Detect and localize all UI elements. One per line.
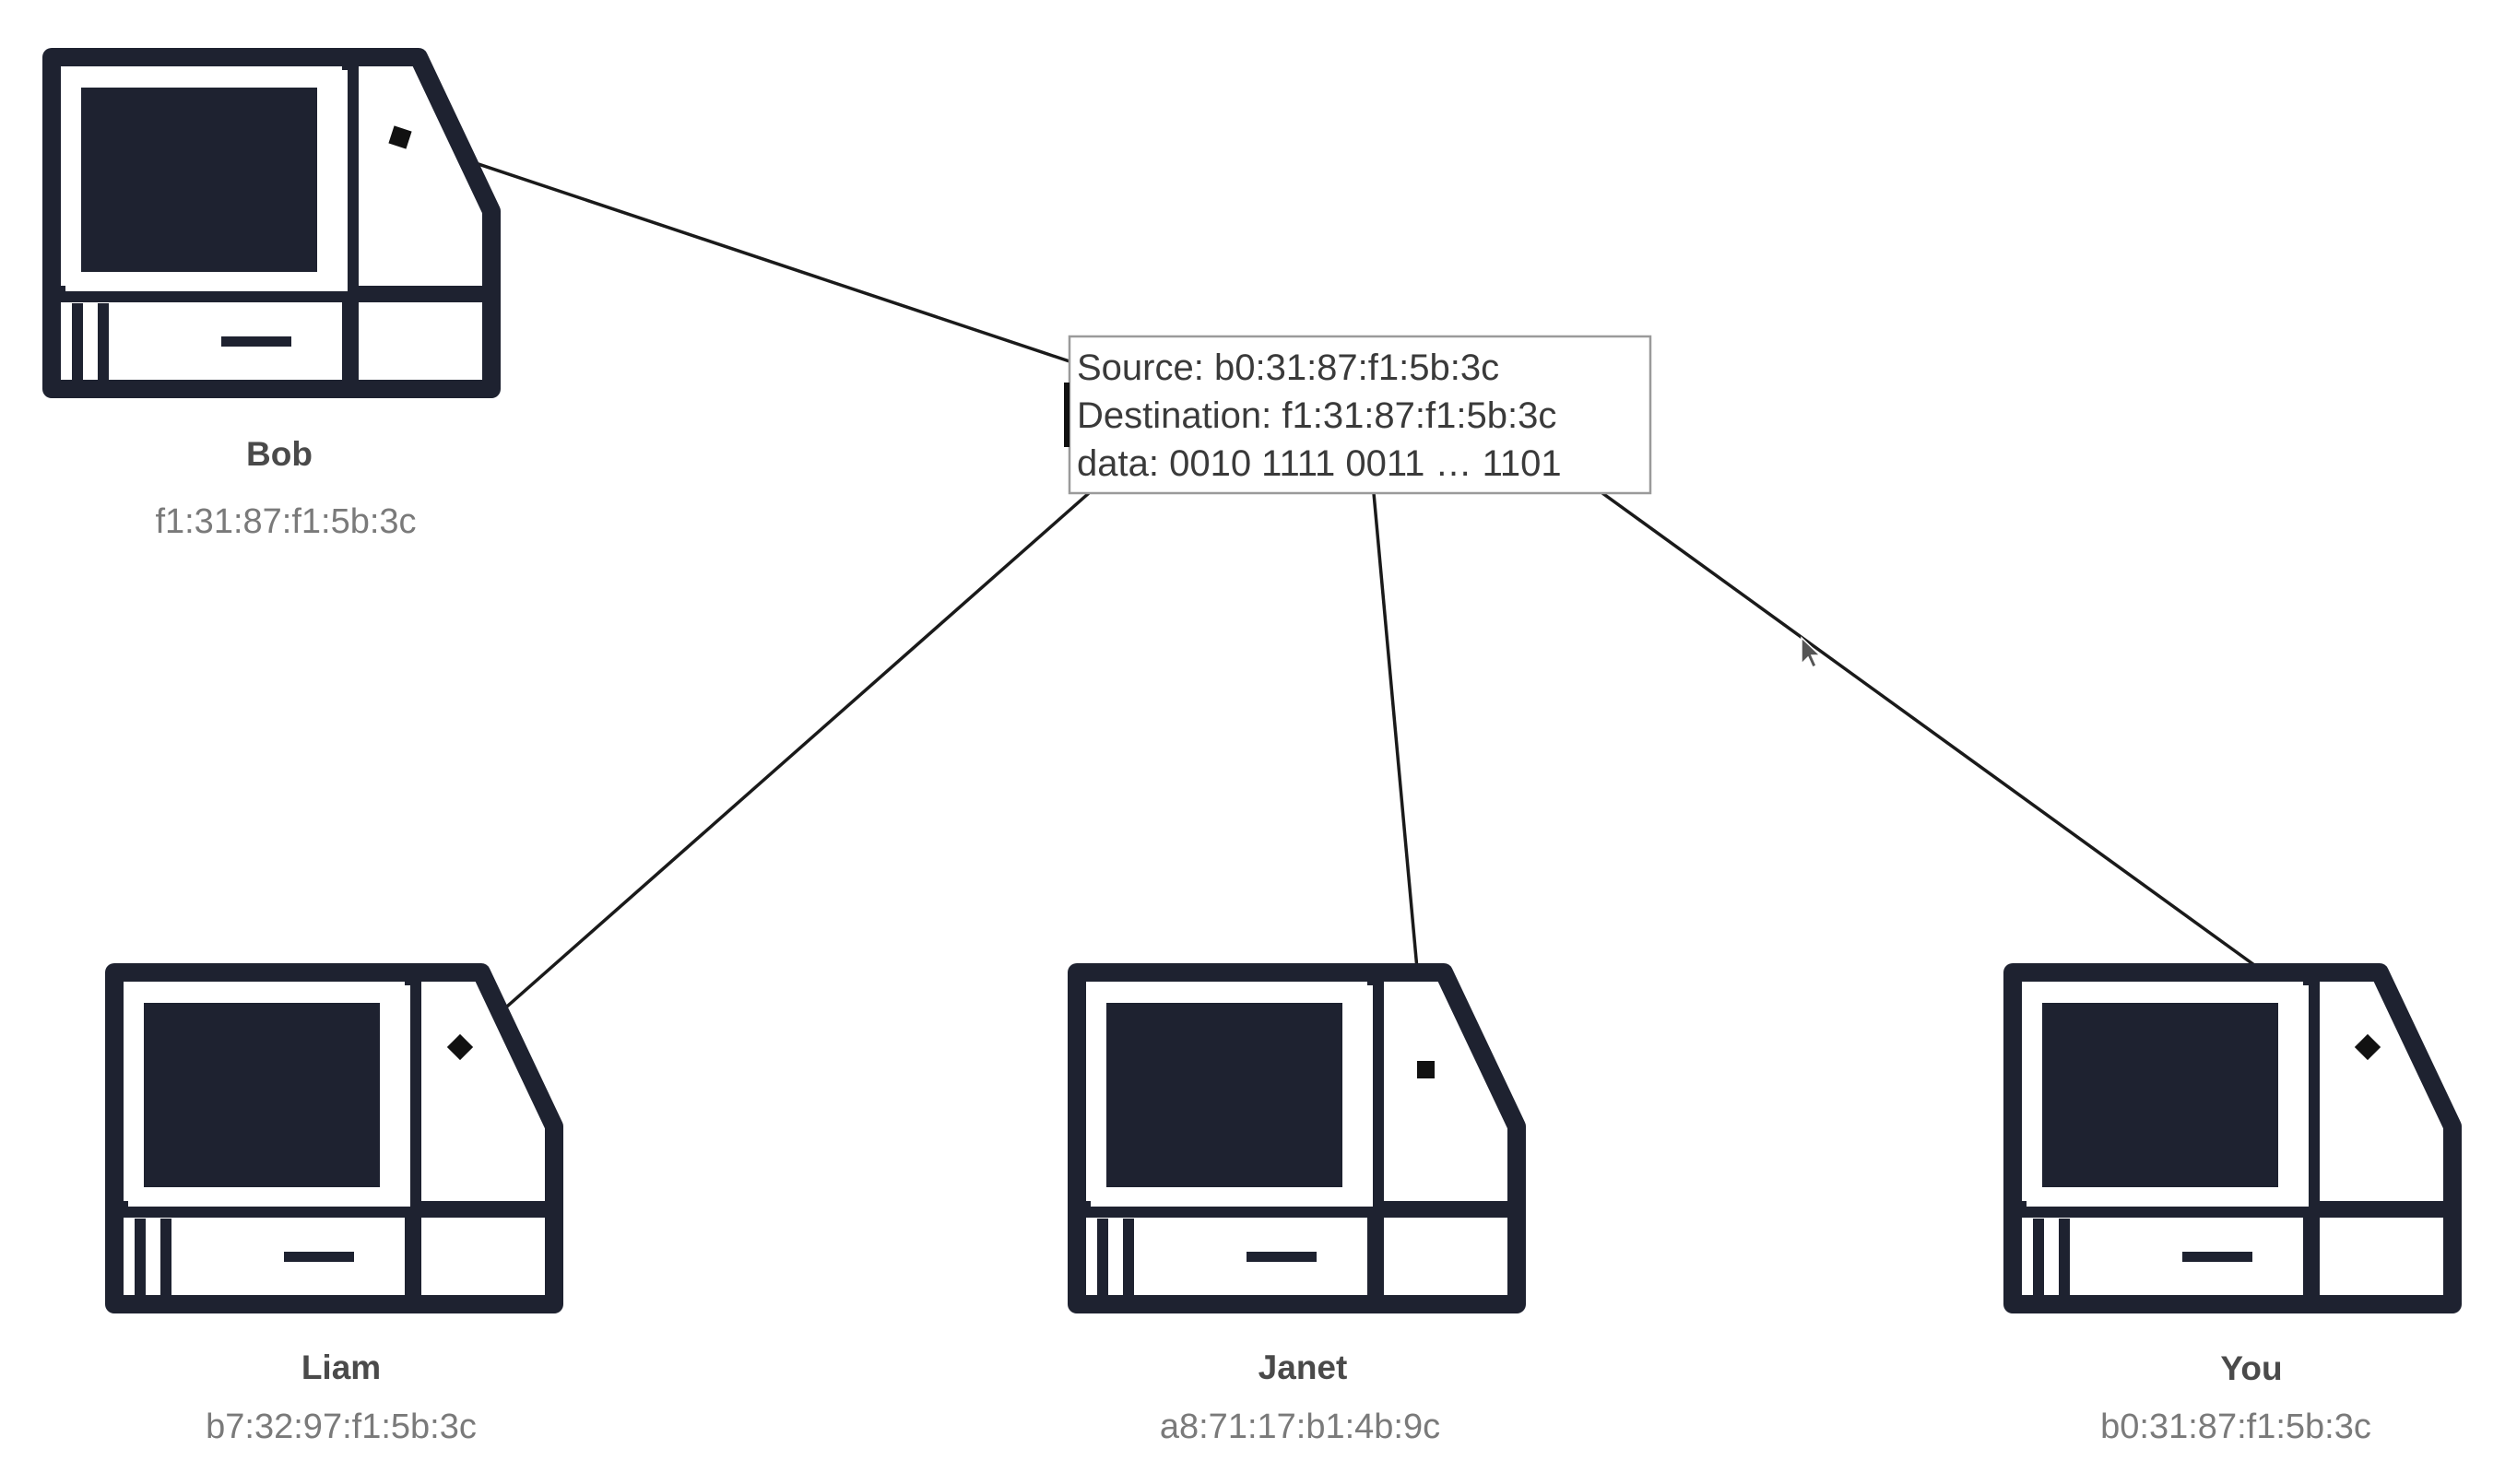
port-bob bbox=[388, 125, 412, 149]
node-mac-janet: a8:71:17:b1:4b:9c bbox=[1160, 1407, 1440, 1446]
node-mac-liam: b7:32:97:f1:5b:3c bbox=[206, 1407, 477, 1446]
node-name-liam: Liam bbox=[301, 1349, 381, 1386]
link-liam bbox=[459, 491, 1091, 1049]
packet-box: Source: b0:31:87:f1:5b:3c Destination: f… bbox=[1064, 335, 1652, 495]
link-you bbox=[1601, 491, 2369, 1049]
computer-icon-janet[interactable] bbox=[1077, 972, 1517, 1304]
cursor-icon bbox=[1801, 636, 1822, 669]
packet-destination: Destination: f1:31:87:f1:5b:3c bbox=[1077, 395, 1556, 436]
port-you bbox=[2354, 1033, 2381, 1061]
packet-data: data: 0010 1111 0011 … 1101 bbox=[1077, 443, 1562, 484]
node-name-you: You bbox=[2220, 1349, 2282, 1387]
node-mac-bob: f1:31:87:f1:5b:3c bbox=[155, 502, 416, 541]
node-name-janet: Janet bbox=[1258, 1349, 1348, 1386]
computer-icon-liam[interactable] bbox=[114, 972, 554, 1304]
node-mac-you: b0:31:87:f1:5b:3c bbox=[2100, 1407, 2371, 1446]
link-bob bbox=[400, 136, 1070, 363]
port-liam bbox=[446, 1033, 474, 1061]
computer-icon-bob[interactable] bbox=[52, 57, 491, 389]
node-name-bob: Bob bbox=[246, 435, 313, 473]
packet-source: Source: b0:31:87:f1:5b:3c bbox=[1077, 347, 1499, 388]
port-janet bbox=[1417, 1061, 1435, 1078]
computer-icon-you[interactable] bbox=[2013, 972, 2452, 1304]
